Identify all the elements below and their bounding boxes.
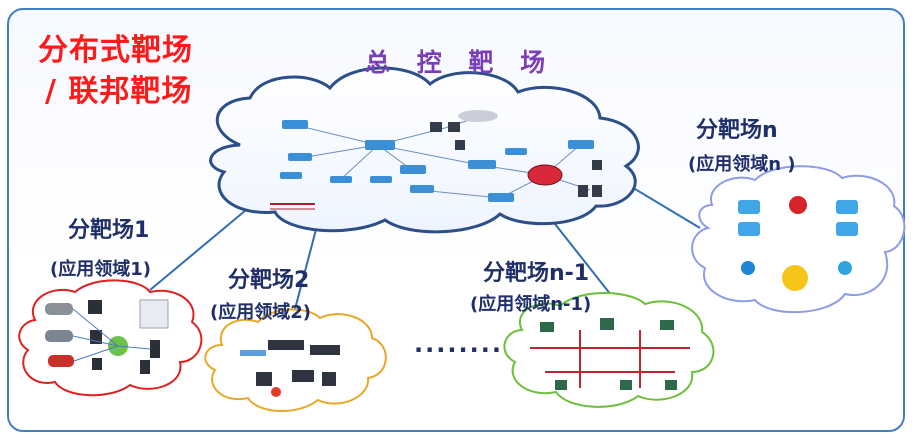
- firewall-icon: [527, 164, 563, 186]
- gateway-sun-icon: [782, 265, 808, 291]
- substation-icons: [540, 318, 677, 390]
- range-1-domain: (应用领域1): [50, 259, 151, 280]
- range-n-minus-1-domain: (应用领域n-1): [470, 294, 592, 315]
- range-2-domain: (应用领域2): [210, 302, 311, 323]
- range-1-name: 分靶场1: [68, 218, 150, 243]
- range-n-name: 分靶场n: [696, 118, 778, 143]
- carrier-switch-icons: [738, 200, 858, 236]
- switch-icons: [280, 120, 594, 202]
- server-icons: [430, 122, 602, 197]
- range-n-minus-1-cloud: [503, 292, 715, 408]
- central-cloud: [209, 66, 640, 234]
- range-2-name: 分靶场2: [228, 268, 310, 293]
- range-n-minus-1-name: 分靶场n-1: [483, 261, 590, 286]
- ellipsis-more-ranges: ........: [414, 330, 503, 358]
- warning-icon: [271, 387, 281, 397]
- power-grid-lines: [530, 330, 690, 388]
- range-1-cloud: [18, 279, 203, 397]
- link-to-range-1: [149, 199, 259, 291]
- range-2-cloud: [204, 308, 387, 412]
- internet-cloud-icon: [458, 110, 498, 122]
- vehicle-icons: [45, 303, 74, 367]
- range-n-domain: (应用领域n ): [688, 154, 796, 175]
- industrial-device-icons: [256, 340, 340, 386]
- telecom-logo-icon: [741, 261, 755, 275]
- device-links: [72, 308, 151, 362]
- unicom-logo-icon: [789, 196, 807, 214]
- device-icons: [88, 300, 160, 374]
- heading-line-1: 分布式靶场: [38, 33, 193, 68]
- heading-line-2: / 联邦靶场: [45, 74, 193, 109]
- panel-icon: [139, 299, 169, 329]
- range-n-cloud: [691, 165, 906, 314]
- network-strip: [240, 350, 266, 356]
- mobile-logo-icon: [838, 261, 852, 275]
- central-range-title: 总 控 靶 场: [365, 48, 555, 77]
